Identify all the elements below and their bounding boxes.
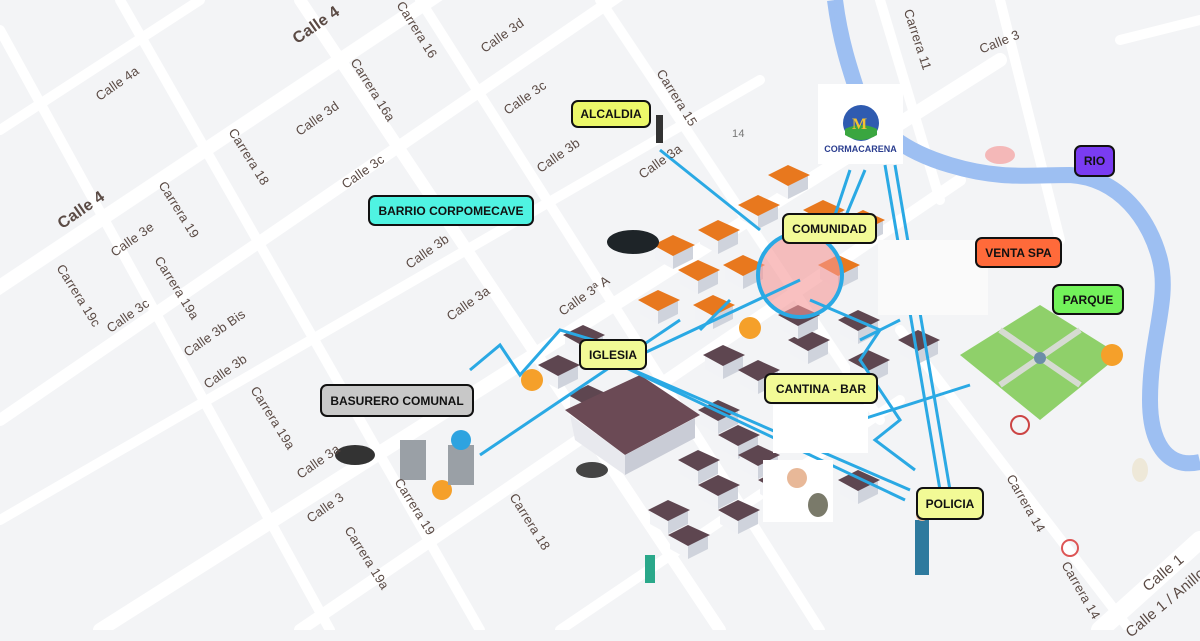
- road: [0, 0, 205, 135]
- callout-iglesia[interactable]: IGLESIA: [579, 339, 647, 370]
- house-icon: [678, 260, 720, 294]
- connection-lines: [469, 148, 971, 502]
- road: [895, 325, 1135, 630]
- person-icon: [656, 115, 663, 143]
- callout-rio[interactable]: RIO: [1074, 145, 1115, 177]
- svg-text:M: M: [852, 116, 867, 133]
- connection-line: [659, 148, 761, 232]
- road: [1091, 531, 1200, 630]
- house-icon: [678, 450, 720, 484]
- chicken-icon: [521, 369, 543, 391]
- house-icon: [698, 475, 740, 509]
- connection-line: [809, 298, 916, 472]
- chicken-icon: [739, 317, 761, 339]
- road: [1115, 15, 1200, 45]
- road: [115, 0, 485, 630]
- dog-icon: [576, 462, 608, 478]
- police-officer-icon: [915, 520, 929, 575]
- cormacarena-emblem-icon: M: [842, 105, 879, 141]
- callout-cantina-bar[interactable]: CANTINA - BAR: [764, 373, 878, 404]
- callout-barrio-corpomecave[interactable]: BARRIO CORPOMECAVE: [368, 195, 534, 226]
- house-icon: [703, 345, 745, 379]
- road: [294, 0, 726, 630]
- road: [0, 0, 624, 426]
- connection-line: [479, 318, 681, 457]
- bottles-icon: [773, 405, 868, 453]
- church: [565, 375, 700, 475]
- connection-line: [859, 383, 971, 422]
- park[interactable]: [960, 305, 1120, 420]
- callout-alcaldia[interactable]: ALCALDIA: [571, 100, 651, 128]
- trash-can-icon: [448, 445, 474, 485]
- road: [875, 0, 945, 205]
- connection-line: [698, 298, 732, 332]
- house-icon: [653, 235, 695, 269]
- connection-line: [883, 164, 942, 491]
- house-icon: [898, 330, 940, 364]
- connection-line: [469, 328, 611, 378]
- cyclist-icon: [1010, 415, 1030, 435]
- dog-icon: [335, 445, 375, 465]
- chicken-icon: [1101, 344, 1123, 366]
- house-icon: [638, 290, 680, 324]
- photographer-icon: [645, 555, 655, 583]
- road: [0, 75, 765, 525]
- callout-basurero-comunal[interactable]: BASURERO COMUNAL: [320, 384, 474, 417]
- callout-policia[interactable]: POLICIA: [916, 487, 984, 520]
- house-icon: [668, 525, 710, 559]
- road: [0, 0, 443, 296]
- house-icon: [698, 220, 740, 254]
- callout-venta-spa[interactable]: VENTA SPA: [975, 237, 1062, 268]
- chicken-icon: [432, 480, 452, 500]
- road: [0, 25, 335, 630]
- connection-line: [609, 358, 911, 492]
- connection-line: [619, 363, 906, 502]
- house-icon: [538, 355, 580, 389]
- block-number: 14: [732, 128, 745, 140]
- pig-icon: [985, 146, 1015, 164]
- goose-icon: [1132, 458, 1148, 482]
- cyclist-icon: [1061, 539, 1079, 557]
- house-icon: [768, 165, 810, 199]
- logo-text: CORMACARENA: [824, 144, 897, 154]
- connection-line: [639, 278, 801, 357]
- road: [995, 0, 1065, 245]
- house-icon: [718, 500, 760, 534]
- connection-line: [859, 318, 901, 342]
- callout-parque[interactable]: PARQUE: [1052, 284, 1124, 315]
- callout-comunidad[interactable]: COMUNIDAD: [782, 213, 877, 244]
- figures: [335, 115, 1148, 583]
- connection-line: [893, 164, 952, 491]
- house-icon: [648, 500, 690, 534]
- cormacarena-logo: M CORMACARENA: [818, 84, 903, 164]
- comunidad-zone[interactable]: [756, 231, 844, 319]
- drugs-image: [878, 240, 988, 315]
- trash-can-icon: [400, 440, 426, 480]
- car-icon: [607, 230, 659, 254]
